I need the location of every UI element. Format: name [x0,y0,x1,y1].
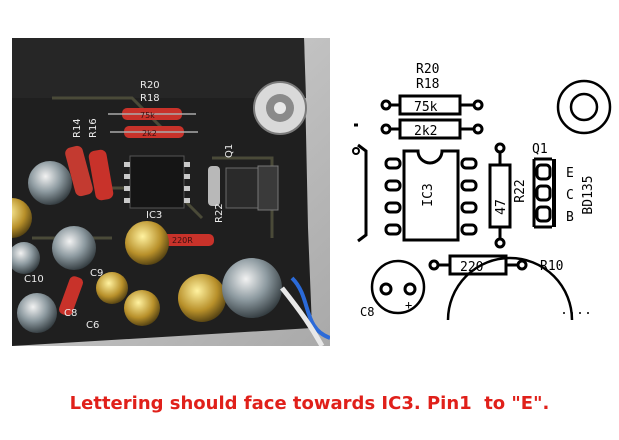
photo-label-r16: R16 [88,118,99,138]
instruction-caption: Lettering should face towards IC3. Pin1 … [69,393,550,414]
silk-plus: + [405,298,412,312]
silk-value-r10: 220 [460,260,483,275]
q1-footprint [532,157,556,229]
silk-value-r18: 2k2 [414,124,437,139]
resistor-r22: 47 R22 [488,142,528,249]
pcb-photo-image: R20 R18 R14 R16 IC3 Q1 R22 C10 C9 C8 C6 … [12,38,330,346]
silkscreen-diagram: R20 R18 75k 2k2 [352,55,619,320]
photo-label-r22: R22 [214,203,225,223]
large-component-outline [446,256,574,320]
photo-label-ic3: IC3 [146,210,162,221]
silk-label-c8: C8 [360,305,374,319]
photo-label-r20: R20 [140,80,160,91]
photo-label-c8: C8 [64,308,77,319]
ic3-footprint: IC3 [384,149,478,242]
silk-label-r18: R18 [416,77,439,92]
photo-label-c9: C9 [90,268,103,279]
silk-label-bd135: BD135 [581,175,596,214]
photo-label-c6: C6 [86,320,99,331]
photo-label-c10: C10 [24,274,44,285]
photo-mark-2k2: 2k2 [142,129,157,138]
silk-label-q1: Q1 [532,142,548,157]
silk-label-ic3: IC3 [421,183,436,206]
resistor-r18: 2k2 [380,118,484,140]
silk-value-r20: 75k [414,100,438,115]
pcb-photo: R20 R18 R14 R16 IC3 Q1 R22 C10 C9 C8 C6 … [12,38,330,346]
photo-mark-220r: 220R [172,236,193,245]
silk-value-r22: 47 [494,199,509,215]
photo-label-r14: R14 [72,118,83,138]
silk-pin-c: C [566,188,574,203]
photo-label-q1: Q1 [224,144,235,158]
silkscreen-svg: R20 R18 75k 2k2 [352,62,612,320]
photo-label-r18: R18 [140,93,160,104]
silk-label-r20: R20 [416,62,439,77]
silk-pin-e: E [566,166,574,181]
mounting-hole [556,79,612,135]
silk-label-r22: R22 [513,179,528,202]
capacitor-footprint: + [370,259,426,315]
silk-pin-b: B [566,210,574,225]
left-partial-component [352,123,368,243]
photo-mark-75k: 75k [140,111,155,120]
resistor-r20: 75k [380,94,484,116]
